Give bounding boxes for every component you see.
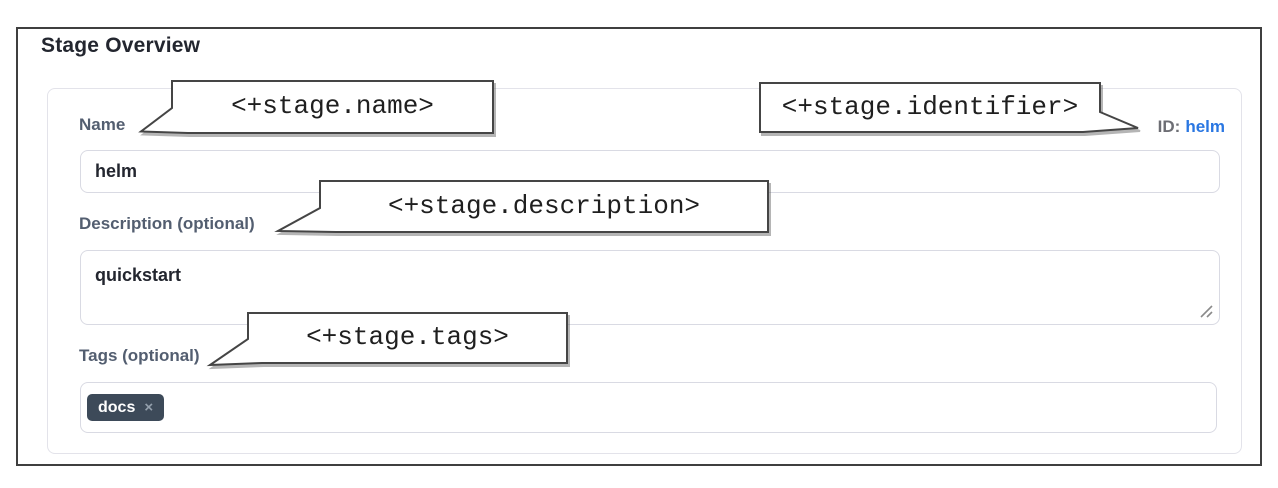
name-input[interactable] [80, 150, 1220, 193]
name-label: Name [79, 115, 126, 134]
id-caption: ID: [1157, 117, 1181, 136]
page-title: Stage Overview [41, 34, 201, 57]
tags-input[interactable]: docs × [80, 382, 1217, 433]
tags-label: Tags (optional) [79, 346, 200, 365]
description-textarea[interactable]: quickstart [80, 250, 1220, 325]
textarea-resize-handle[interactable] [1198, 304, 1214, 320]
id-value: helm [1185, 117, 1225, 136]
tag-chip-label: docs [98, 398, 136, 416]
tag-remove-icon[interactable]: × [144, 398, 154, 416]
stage-id-row: ID:helm [1158, 117, 1225, 137]
tag-chip: docs × [87, 393, 165, 422]
description-label: Description (optional) [79, 214, 255, 233]
